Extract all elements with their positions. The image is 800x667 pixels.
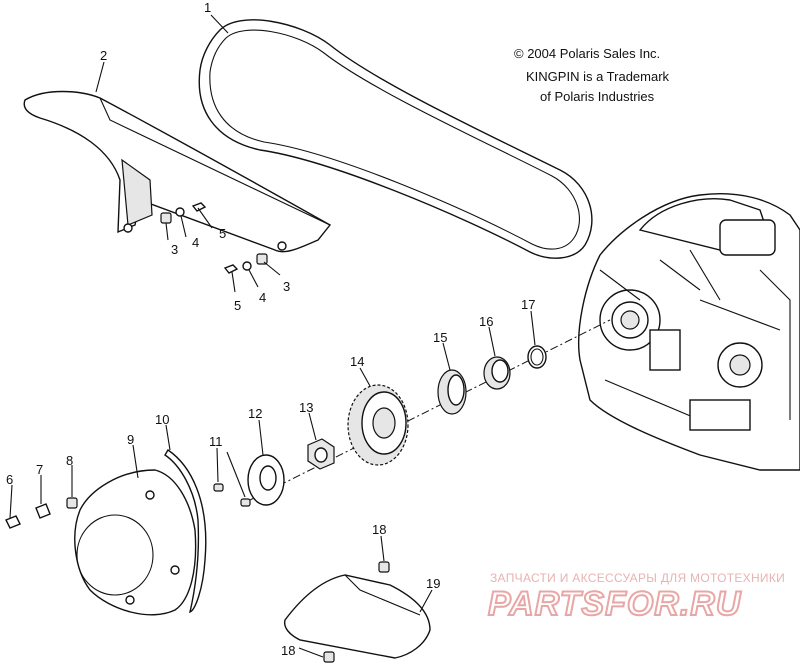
watermark-tagline: ЗАПЧАСТИ И АКСЕССУАРЫ ДЛЯ МОТОТЕХНИКИ — [490, 571, 785, 585]
callout-8: 8 — [66, 453, 73, 468]
copyright-notice: © 2004 Polaris Sales Inc. KINGPIN is a T… — [514, 46, 670, 104]
hex-nut — [307, 438, 335, 470]
watermark: ЗАПЧАСТИ И АКСЕССУАРЫ ДЛЯ МОТОТЕХНИКИ PA… — [487, 571, 785, 624]
callout-4a: 4 — [192, 235, 199, 250]
belt-guard — [23, 90, 332, 253]
cover-screw — [35, 503, 51, 519]
callout-3b: 3 — [283, 279, 290, 294]
drive-cover — [74, 469, 197, 616]
leader-lines — [9, 14, 536, 658]
guard-fasteners-lower — [223, 253, 268, 274]
dowel-pins — [213, 483, 251, 507]
copyright-line-2: KINGPIN is a Trademark — [526, 69, 670, 84]
callout-10: 10 — [155, 412, 169, 427]
guard-bolt-upper — [378, 561, 390, 573]
copyright-line-1: © 2004 Polaris Sales Inc. — [514, 46, 660, 61]
cover-nut — [66, 497, 78, 509]
callout-3a: 3 — [171, 242, 178, 257]
svg-text:PARTSFOR.RU: PARTSFOR.RU — [488, 585, 742, 623]
watermark-logo: PARTSFOR.RU — [487, 584, 742, 624]
drive-belt — [198, 19, 593, 259]
callout-14: 14 — [350, 354, 364, 369]
callout-5a: 5 — [219, 226, 226, 241]
lower-belt-guard — [283, 574, 431, 659]
o-ring — [527, 345, 547, 369]
cover-gasket — [164, 449, 207, 614]
callout-numbers: 1 2 3 4 5 5 4 3 6 7 8 9 10 11 12 13 14 1… — [6, 0, 535, 658]
callout-5b: 5 — [234, 298, 241, 313]
spacer-ring — [437, 369, 467, 415]
engine-assembly — [578, 193, 800, 471]
callout-7: 7 — [36, 462, 43, 477]
drive-axis-line — [249, 319, 611, 501]
copyright-line-3: of Polaris Industries — [540, 89, 655, 104]
callout-6: 6 — [6, 472, 13, 487]
callout-15: 15 — [433, 330, 447, 345]
callout-9: 9 — [127, 432, 134, 447]
callout-19: 19 — [426, 576, 440, 591]
seal — [483, 356, 511, 390]
cover-bolt — [5, 515, 21, 529]
callout-18a: 18 — [372, 522, 386, 537]
callout-1: 1 — [204, 0, 211, 15]
callout-13: 13 — [299, 400, 313, 415]
callout-18b: 18 — [281, 643, 295, 658]
callout-12: 12 — [248, 406, 262, 421]
callout-2: 2 — [100, 48, 107, 63]
callout-16: 16 — [479, 314, 493, 329]
guard-bolt-lower — [323, 651, 335, 663]
washer-plate — [247, 454, 285, 506]
callout-11: 11 — [209, 434, 223, 449]
callout-4b: 4 — [259, 290, 266, 305]
callout-17: 17 — [521, 297, 535, 312]
drive-sprocket — [347, 384, 409, 466]
